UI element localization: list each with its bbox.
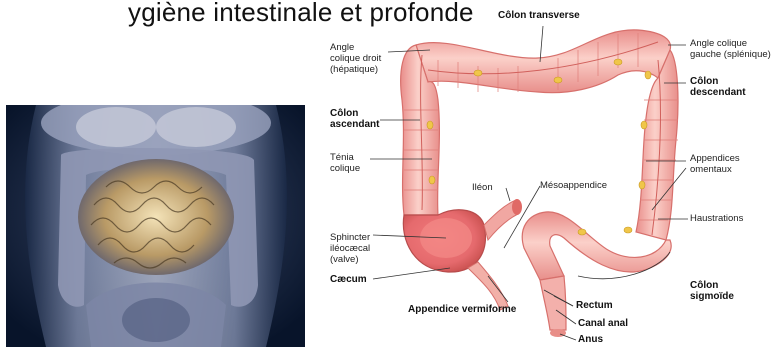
label-mesoappendice: Mésoappendice — [540, 180, 607, 191]
label-colon-ascendant: Côlon ascendant — [330, 108, 379, 130]
colon-anatomy-diagram: Côlon transverse Angle colique droit (hé… — [318, 0, 771, 347]
label-colon-transverse: Côlon transverse — [498, 10, 580, 21]
label-colon-descendant-line1: Côlon — [690, 76, 746, 87]
label-appendices: Appendices omentaux — [690, 153, 740, 175]
label-caecum: Cæcum — [330, 274, 367, 285]
label-angle-droit-line3: (hépatique) — [330, 64, 381, 75]
label-tenia-line1: Ténia — [330, 152, 360, 163]
label-angle-gauche: Angle colique gauche (splénique) — [690, 38, 771, 60]
label-appendices-line1: Appendices — [690, 153, 740, 164]
label-rectum: Rectum — [576, 300, 613, 311]
label-colon-sigmoide: Côlon sigmoïde — [690, 280, 734, 302]
label-haustrations: Haustrations — [690, 213, 743, 224]
label-ileon: Iléon — [472, 182, 493, 193]
label-colon-descendant-line2: descendant — [690, 87, 746, 98]
label-tenia-line2: colique — [330, 163, 360, 174]
label-colon-descendant: Côlon descendant — [690, 76, 746, 98]
label-appendice: Appendice vermiforme — [408, 304, 516, 315]
rectum-shape — [540, 276, 566, 330]
label-appendices-line2: omentaux — [690, 164, 740, 175]
label-angle-droit-line1: Angle — [330, 42, 381, 53]
label-sphincter: Sphincter iléocæcal (valve) — [330, 232, 370, 265]
label-angle-gauche-line2: gauche (splénique) — [690, 49, 771, 60]
label-angle-droit-line2: colique droit — [330, 53, 381, 64]
label-colon-sigmoide-line2: sigmoïde — [690, 291, 734, 302]
intestine-illustration — [6, 105, 305, 347]
label-angle-droit: Angle colique droit (hépatique) — [330, 42, 381, 75]
label-canal-anal: Canal anal — [578, 318, 628, 329]
label-anus: Anus — [578, 334, 603, 345]
label-sphincter-line1: Sphincter — [330, 232, 370, 243]
transverse-colon-shape — [416, 30, 671, 93]
label-colon-sigmoide-line1: Côlon — [690, 280, 734, 291]
label-tenia: Ténia colique — [330, 152, 360, 174]
label-colon-ascendant-line2: ascendant — [330, 119, 379, 130]
label-sphincter-line3: (valve) — [330, 254, 370, 265]
label-colon-ascendant-line1: Côlon — [330, 108, 379, 119]
descending-colon-shape — [636, 50, 678, 240]
label-sphincter-line2: iléocæcal — [330, 243, 370, 254]
label-angle-gauche-line1: Angle colique — [690, 38, 771, 49]
